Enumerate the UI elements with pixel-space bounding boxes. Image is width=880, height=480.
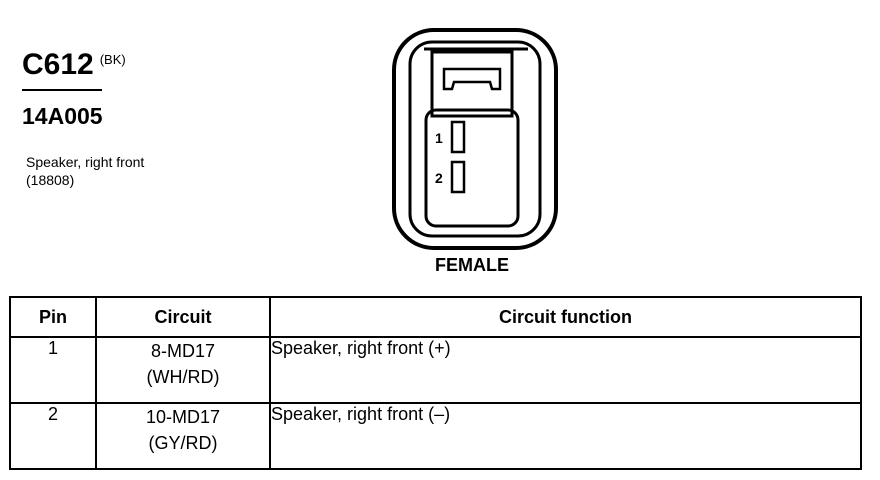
connector-cavity-block — [424, 108, 520, 228]
connector-latch-detail — [442, 67, 502, 91]
pin-table: Pin Circuit Circuit function 1 8-MD17 (W… — [9, 296, 862, 470]
pin-1-label: 1 — [435, 130, 443, 146]
connector-gender: FEMALE — [435, 255, 509, 275]
connector-latch — [430, 50, 514, 118]
circuit-wire-color: (WH/RD) — [146, 367, 220, 387]
connector-outer-housing — [392, 28, 558, 250]
header-circuit-function: Circuit function — [269, 296, 862, 338]
table-header-row: Pin Circuit Circuit function — [9, 296, 862, 338]
table-row: 1 8-MD17 (WH/RD) Speaker, right front (+… — [9, 336, 862, 404]
header-circuit: Circuit — [95, 296, 271, 338]
circuit-cell: 10-MD17 (GY/RD) — [95, 402, 271, 470]
description-line-1: Speaker, right front — [26, 154, 145, 170]
circuit-cell: 8-MD17 (WH/RD) — [95, 336, 271, 404]
connector-id: C612 — [22, 48, 94, 81]
connector-face-diagram: 1 2 — [392, 28, 558, 250]
table-row: 2 10-MD17 (GY/RD) Speaker, right front (… — [9, 402, 862, 470]
part-number: 14A005 — [22, 103, 103, 129]
connector-header: C612 (BK) — [22, 50, 126, 80]
circuit-wire-color: (GY/RD) — [148, 433, 218, 453]
function-cell: Speaker, right front (–) — [269, 402, 862, 470]
circuit-number: 8-MD17 — [150, 341, 216, 361]
function-cell: Speaker, right front (+) — [269, 336, 862, 404]
connector-inner-housing — [408, 40, 542, 238]
header-pin: Pin — [9, 296, 97, 338]
description-line-2: (18808) — [26, 172, 75, 188]
pin-2-cavity — [450, 160, 466, 194]
header-divider — [22, 89, 102, 91]
pin-1-cavity — [450, 120, 466, 154]
connector-color: (BK) — [99, 52, 126, 67]
circuit-number: 10-MD17 — [145, 407, 221, 427]
pin-cell: 1 — [9, 336, 97, 404]
pin-2-label: 2 — [435, 170, 443, 186]
pin-cell: 2 — [9, 402, 97, 470]
connector-description: Speaker, right front (18808) — [26, 153, 144, 189]
